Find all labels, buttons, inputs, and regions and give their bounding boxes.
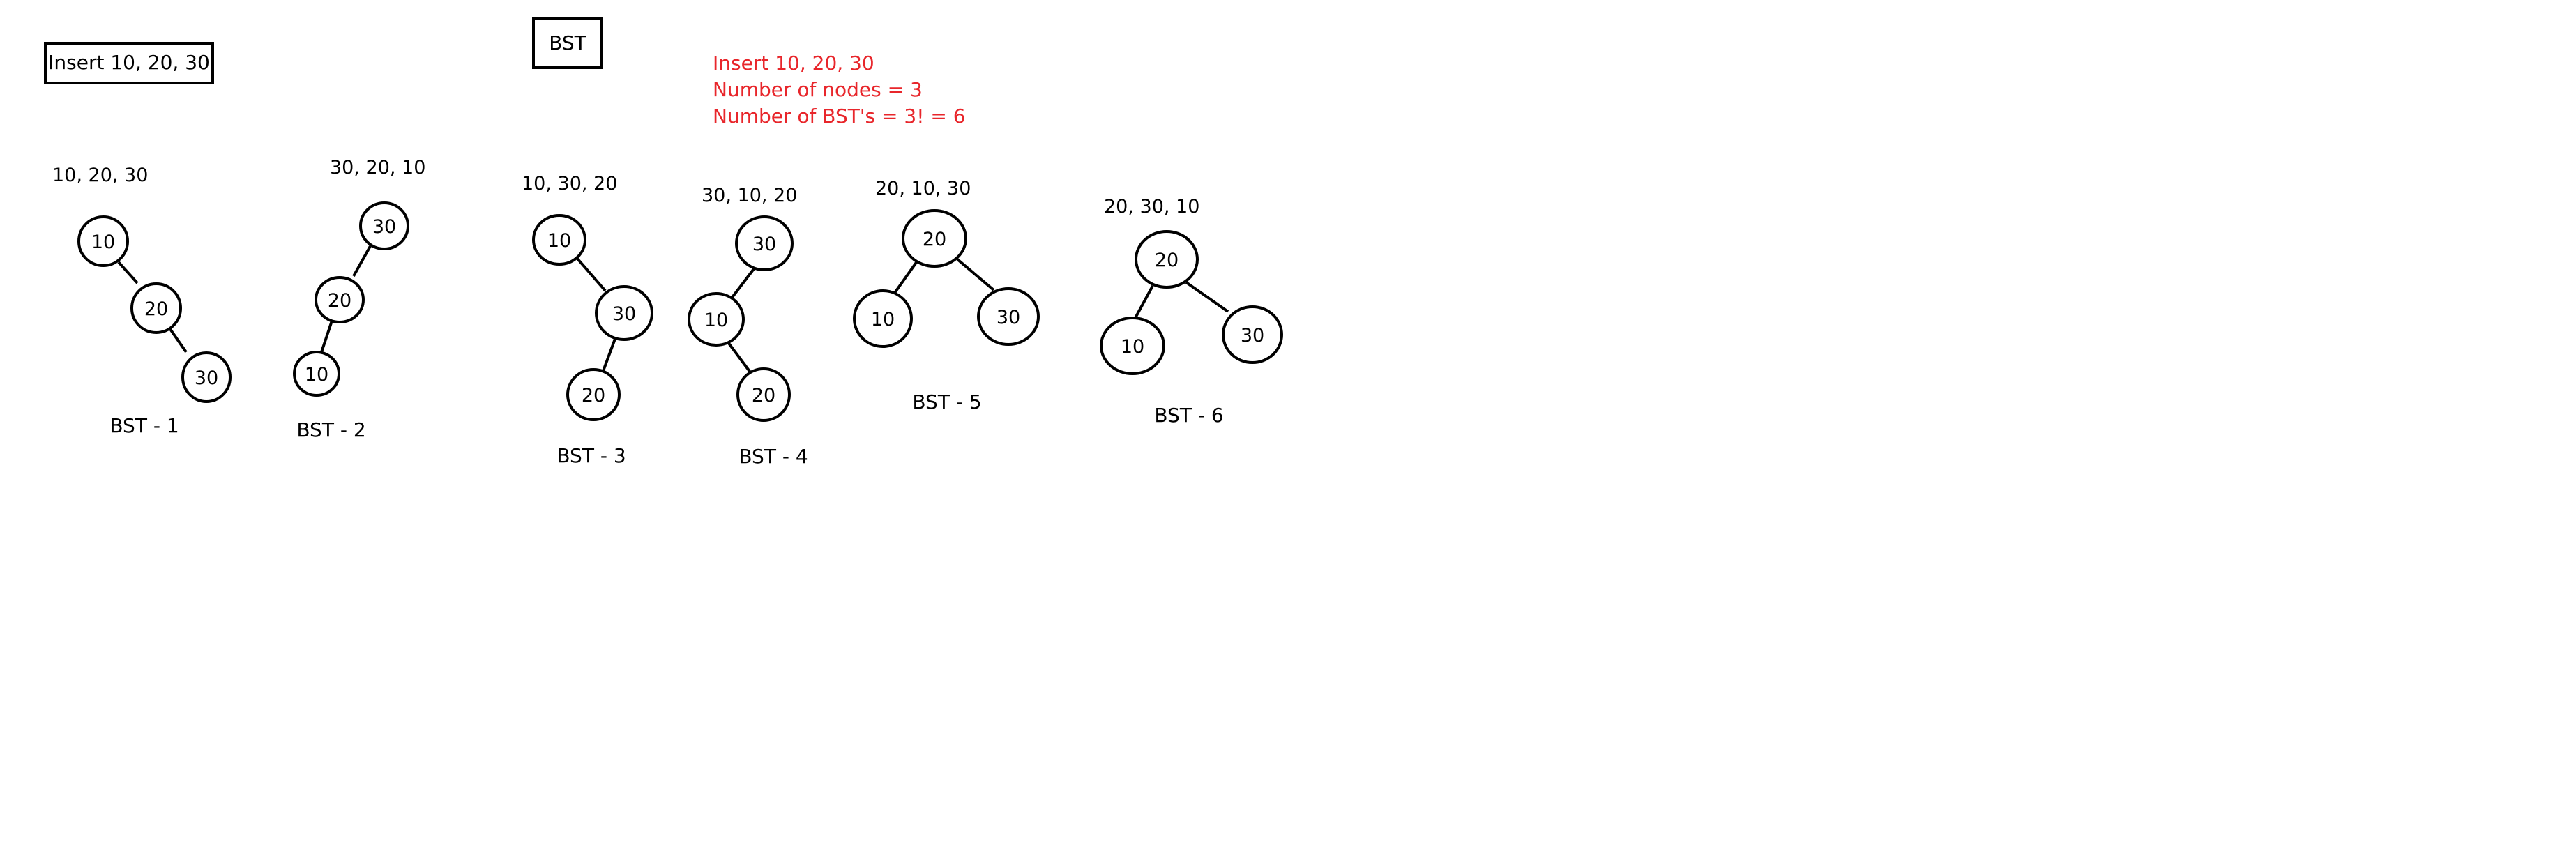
tree-node-label: 30 bbox=[372, 216, 396, 238]
tree-node-label: 30 bbox=[195, 367, 218, 389]
tree-node bbox=[902, 209, 967, 268]
tree-edge bbox=[352, 245, 372, 277]
tree-sequence: 10, 20, 30 bbox=[52, 165, 148, 186]
tree-bst-6: 20, 30, 10 20 10 30 BST - 6 bbox=[1100, 196, 1283, 427]
tree-bst-4: 30, 10, 20 30 10 20 BST - 4 bbox=[688, 185, 808, 468]
tree-sequence: 30, 20, 10 bbox=[330, 157, 425, 178]
tree-node bbox=[688, 292, 745, 347]
note-line: Number of BST's = 3! = 6 bbox=[713, 105, 966, 128]
tree-sequence: 20, 10, 30 bbox=[875, 178, 971, 199]
tree-node bbox=[566, 368, 621, 421]
topic-box-label: BST bbox=[549, 31, 586, 54]
tree-caption: BST - 6 bbox=[1154, 404, 1223, 427]
tree-node-label: 10 bbox=[1121, 336, 1144, 358]
tree-edge bbox=[1134, 285, 1154, 319]
tree-node-label: 20 bbox=[328, 290, 351, 312]
tree-node bbox=[130, 282, 182, 334]
topic-box-border bbox=[532, 17, 603, 69]
tree-node-label: 30 bbox=[612, 303, 636, 325]
note-line: Insert 10, 20, 30 bbox=[713, 52, 874, 75]
topic-box: BST bbox=[532, 17, 603, 69]
tree-node-label: 10 bbox=[305, 364, 328, 386]
tree-node bbox=[853, 289, 913, 348]
tree-edge bbox=[602, 338, 616, 372]
tree-node-label: 30 bbox=[1241, 325, 1264, 347]
tree-bst-3: 10, 30, 20 10 30 20 BST - 3 bbox=[522, 173, 653, 467]
tree-edge bbox=[117, 261, 139, 284]
tree-node bbox=[977, 287, 1040, 346]
tree-node-label: 30 bbox=[997, 307, 1020, 328]
tree-edge bbox=[893, 260, 918, 294]
tree-node bbox=[181, 351, 232, 403]
insert-box-label: Insert 10, 20, 30 bbox=[48, 51, 210, 74]
tree-node-label: 20 bbox=[144, 298, 168, 320]
insert-box-border bbox=[44, 42, 214, 84]
tree-edge bbox=[727, 341, 752, 374]
tree-node-label: 20 bbox=[923, 229, 946, 250]
tree-caption: BST - 1 bbox=[109, 414, 179, 437]
insert-box: Insert 10, 20, 30 bbox=[44, 42, 214, 84]
tree-edge bbox=[576, 257, 607, 292]
tree-edge bbox=[1185, 281, 1229, 313]
tree-edge bbox=[320, 320, 333, 353]
tree-sequence: 30, 10, 20 bbox=[702, 185, 797, 206]
tree-node bbox=[293, 351, 340, 397]
tree-node bbox=[315, 276, 365, 323]
tree-node bbox=[1100, 317, 1165, 375]
tree-node-label: 10 bbox=[91, 231, 115, 253]
tree-caption: BST - 3 bbox=[556, 444, 626, 467]
tree-node bbox=[1222, 305, 1283, 364]
tree-caption: BST - 5 bbox=[912, 390, 981, 413]
tree-bst-5: 20, 10, 30 20 10 30 BST - 5 bbox=[853, 178, 1040, 413]
tree-node bbox=[532, 214, 586, 266]
tree-caption: BST - 4 bbox=[738, 445, 808, 468]
tree-node-label: 20 bbox=[752, 385, 775, 406]
tree-node bbox=[359, 201, 409, 250]
red-notes: Insert 10, 20, 30 Number of nodes = 3 Nu… bbox=[713, 52, 966, 128]
tree-bst-2: 30, 20, 10 30 20 10 BST - 2 bbox=[293, 157, 425, 441]
tree-bst-1: 10, 20, 30 10 20 30 BST - 1 bbox=[52, 165, 232, 437]
tree-node-label: 10 bbox=[871, 309, 895, 330]
note-line: Number of nodes = 3 bbox=[713, 78, 923, 101]
tree-caption: BST - 2 bbox=[296, 418, 365, 441]
tree-edge bbox=[729, 266, 757, 300]
tree-node-label: 30 bbox=[752, 234, 776, 255]
tree-sequence: 10, 30, 20 bbox=[522, 173, 617, 195]
tree-node bbox=[1135, 230, 1199, 289]
tree-node bbox=[736, 367, 791, 422]
tree-edge bbox=[956, 258, 995, 291]
tree-node-label: 20 bbox=[1155, 250, 1179, 271]
tree-node bbox=[595, 285, 653, 341]
tree-sequence: 20, 30, 10 bbox=[1104, 196, 1199, 218]
tree-node bbox=[735, 215, 794, 271]
tree-node-label: 10 bbox=[704, 310, 728, 331]
tree-node-label: 10 bbox=[547, 230, 571, 252]
tree-node bbox=[77, 215, 129, 267]
tree-edge bbox=[169, 328, 188, 353]
tree-node-label: 20 bbox=[582, 385, 605, 406]
